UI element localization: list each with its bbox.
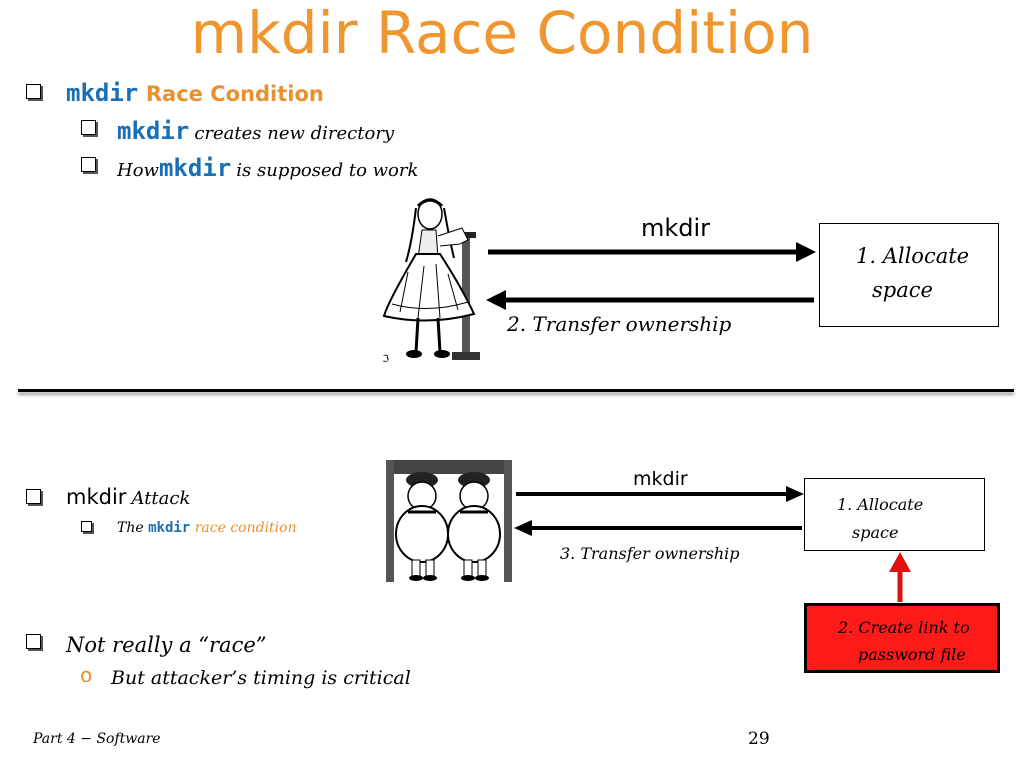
code-mkdir: mkdir xyxy=(158,154,232,182)
tweedle-right xyxy=(447,472,501,581)
footer-left: Part 4 − Software xyxy=(33,731,161,747)
diagram1-mkdir-label: mkdir xyxy=(641,214,711,242)
section-divider xyxy=(18,389,1014,392)
bullet-square-icon xyxy=(81,157,96,172)
bullet-text: Attack xyxy=(131,488,191,509)
red-box-line2: password file xyxy=(858,645,966,664)
bullet-how-it-works: Howmkdir is supposed to work xyxy=(117,154,418,182)
bullet-square-icon xyxy=(26,84,41,99)
slide-title: mkdir Race Condition xyxy=(190,0,814,67)
bullet-text: Race Condition xyxy=(145,82,324,106)
box-line1: 1. Allocate xyxy=(856,244,970,268)
diagram2-return-label: 3. Transfer ownership xyxy=(560,544,740,563)
bullet-not-race: Not really a “race” xyxy=(66,633,267,657)
tweedles-illustration xyxy=(386,460,512,582)
alice-illustration: ℑ xyxy=(382,198,480,364)
diagram1-allocate-box: 1. Allocate space xyxy=(819,223,999,327)
bullet-text-pre: How xyxy=(117,160,159,181)
arrow-head-up-icon xyxy=(889,552,911,572)
circle-bullet-icon: o xyxy=(80,663,93,687)
red-box-line1: 2. Create link to xyxy=(838,618,970,637)
arrow-head-right-icon xyxy=(796,242,816,262)
bullet-square-icon xyxy=(26,634,41,649)
attack-up-arrow xyxy=(889,552,911,602)
box-line2: space xyxy=(852,523,899,542)
arrow-head-right-icon xyxy=(786,486,804,502)
box-line1: 1. Allocate xyxy=(837,495,924,514)
code-mkdir: mkdir xyxy=(117,117,190,145)
bullet-square-icon xyxy=(26,489,41,504)
page-number: 29 xyxy=(748,729,770,749)
diagram2-allocate-box: 1. Allocate space xyxy=(804,478,985,551)
diagram2-mkdir-label: mkdir xyxy=(633,468,688,490)
bullet-square-icon xyxy=(81,521,92,532)
bullet-label: mkdir xyxy=(66,485,127,509)
code-mkdir: mkdir xyxy=(66,79,139,107)
bullet-race-condition: The mkdir race condition xyxy=(117,520,297,536)
bullet-text: is supposed to work xyxy=(236,160,419,181)
arrow-head-left-icon xyxy=(514,520,532,536)
diagram1-return-label: 2. Transfer ownership xyxy=(507,312,732,336)
svg-text:ℑ: ℑ xyxy=(382,354,389,364)
bullet-creates-dir: mkdir creates new directory xyxy=(117,117,394,145)
bullet-text-pre: The xyxy=(117,520,144,536)
bullet-timing: But attacker’s timing is critical xyxy=(111,667,411,689)
bullet-text: race condition xyxy=(194,520,297,536)
bullet-square-icon xyxy=(81,120,96,135)
bullet-mkdir-attack: mkdir Attack xyxy=(66,485,190,509)
box-line2: space xyxy=(872,278,933,302)
create-link-box: 2. Create link to password file xyxy=(804,603,1000,673)
diagram1-arrows xyxy=(486,242,816,310)
tweedle-left xyxy=(395,472,449,581)
arrow-head-left-icon xyxy=(486,290,506,310)
diagram2-arrows xyxy=(514,486,804,536)
bullet-mkdir-race: mkdir Race Condition xyxy=(66,79,324,107)
code-mkdir: mkdir xyxy=(148,520,191,536)
bullet-text: creates new directory xyxy=(194,123,395,144)
